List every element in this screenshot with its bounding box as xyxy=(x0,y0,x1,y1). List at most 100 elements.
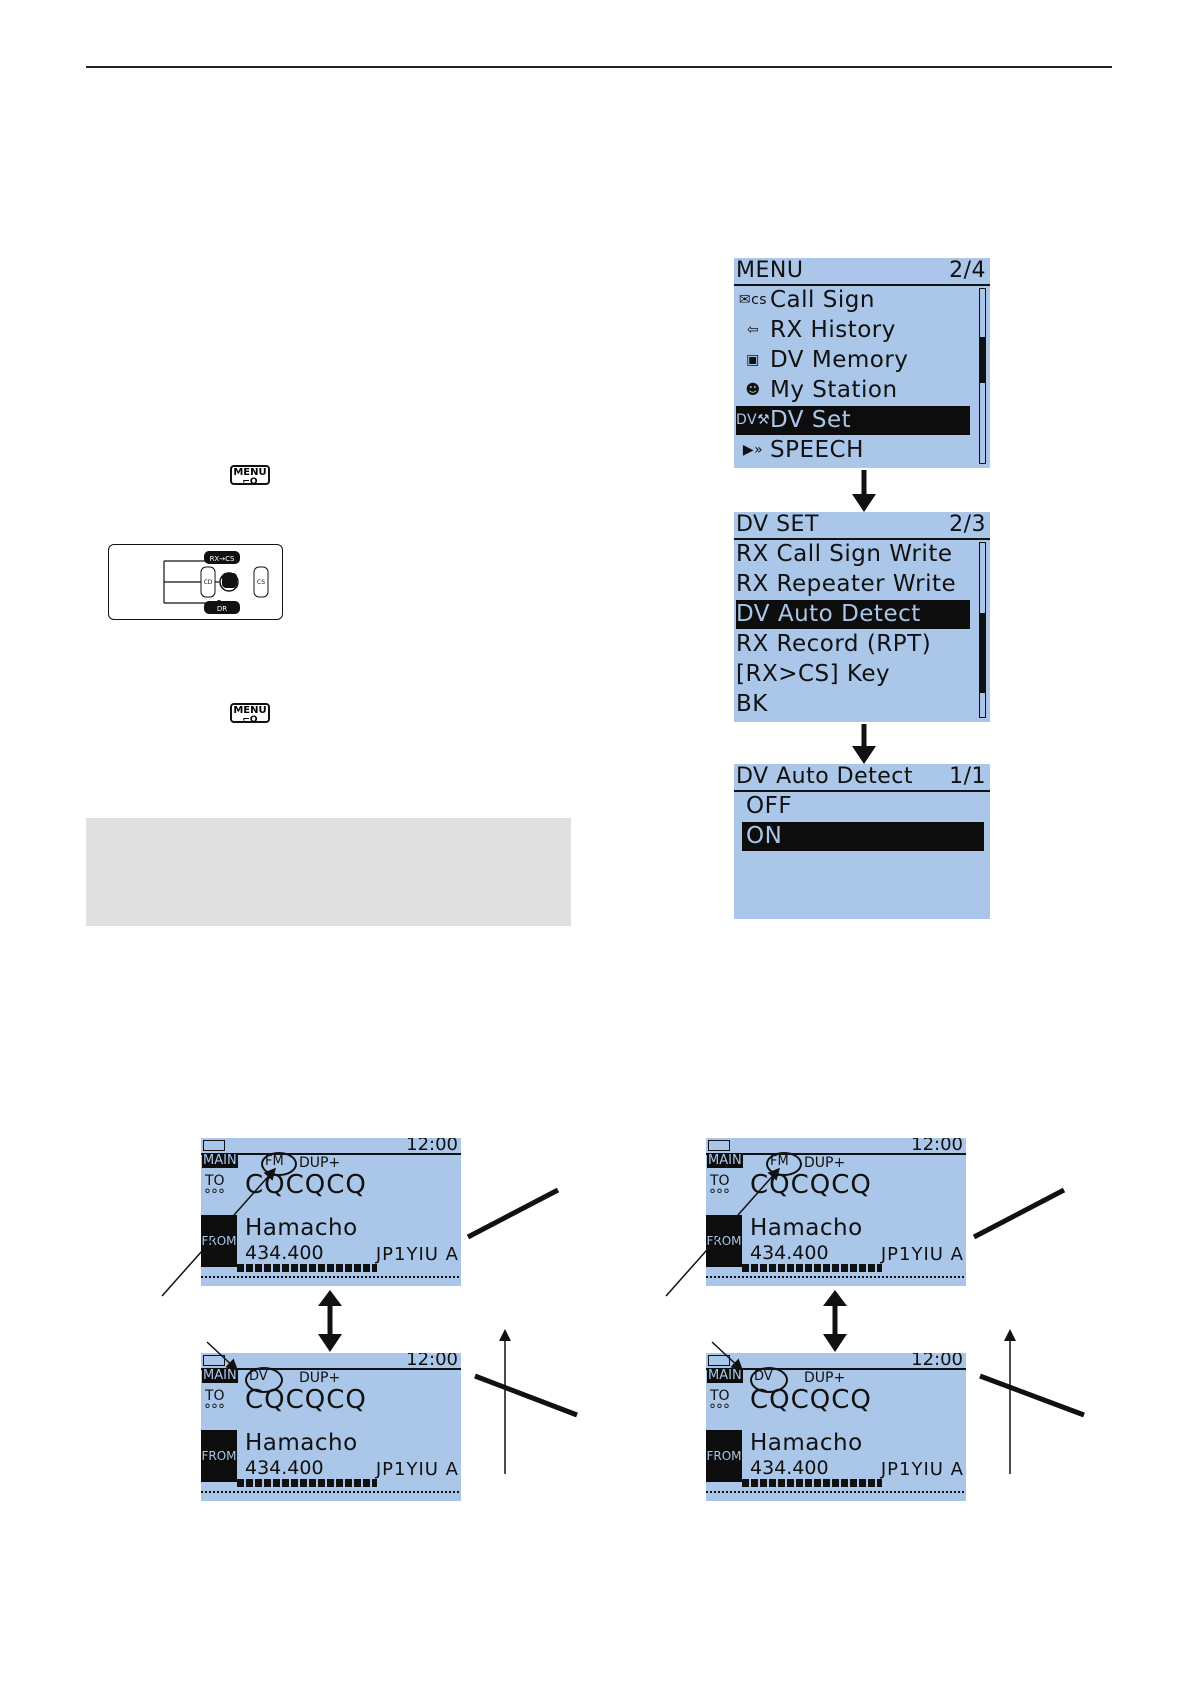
station-name: Hamacho xyxy=(245,1215,358,1241)
clock: 12:00 xyxy=(406,1353,458,1370)
menu-key-label: MENU xyxy=(233,705,267,716)
station-name: Hamacho xyxy=(750,1430,863,1456)
group-icon: °°° xyxy=(709,1187,730,1203)
dup-label: DUP+ xyxy=(299,1370,341,1386)
joystick-right-label: CS xyxy=(257,579,265,586)
dvset-item[interactable]: RX Record (RPT) xyxy=(736,631,932,657)
dv-set-icon: DV⚒ xyxy=(736,412,771,428)
dup-label: DUP+ xyxy=(804,1155,846,1171)
signal-meter xyxy=(237,1264,377,1272)
frequency: 434.400 xyxy=(750,1457,829,1479)
highlight-oval xyxy=(750,1367,788,1393)
station-name: Hamacho xyxy=(245,1430,358,1456)
dotted-divider xyxy=(706,1491,966,1493)
dvset-item-dv-auto-detect[interactable]: DV Auto Detect xyxy=(736,600,970,629)
menu-item-label: My Station xyxy=(770,377,898,403)
menu-item-dv-set[interactable]: DV⚒DV Set xyxy=(736,406,970,435)
speaker-icon: ▶» xyxy=(742,442,764,458)
header-rule xyxy=(86,66,1112,68)
dvset-item[interactable]: BK xyxy=(736,691,768,717)
option-off[interactable]: OFF xyxy=(746,793,793,819)
status-top-bar: 12:00 xyxy=(706,1353,966,1370)
to-label: TO xyxy=(710,1173,730,1189)
autodetect-page: 1/1 xyxy=(949,764,986,789)
frequency: 434.400 xyxy=(750,1242,829,1264)
flow-arrow-down-icon xyxy=(852,470,876,512)
toggle-arrow-right-icon xyxy=(823,1290,847,1352)
flow-arrow-down-icon xyxy=(852,724,876,764)
menu-scrollbar[interactable] xyxy=(979,288,986,464)
menu-key-label: MENU xyxy=(233,467,267,478)
menu-key-sub: ⌐O xyxy=(242,715,258,725)
highlight-oval xyxy=(245,1367,283,1393)
status-screen-fm-right: 12:00 MAIN FM DUP+ TO °°° CQCQCQ FROM Ha… xyxy=(706,1138,966,1286)
station-name: Hamacho xyxy=(750,1215,863,1241)
status-screen-dv-left: 12:00 MAIN DV DUP+ TO °°° CQCQCQ FROM Ha… xyxy=(201,1353,461,1501)
group-icon: °°° xyxy=(204,1187,225,1203)
from-label: FROM xyxy=(706,1215,742,1267)
dvset-page: 2/3 xyxy=(949,512,986,537)
battery-icon xyxy=(708,1140,730,1151)
clock: 12:00 xyxy=(911,1353,963,1370)
menu-item-label: Call Sign xyxy=(770,287,875,313)
menu-page: 2/4 xyxy=(949,258,986,283)
clock: 12:00 xyxy=(406,1138,458,1155)
main-label: MAIN xyxy=(707,1153,743,1168)
from-label: FROM xyxy=(706,1430,742,1482)
from-label: FROM xyxy=(201,1215,237,1267)
dotted-divider xyxy=(201,1276,461,1278)
menu-key-icon: MENU ⌐O xyxy=(230,703,270,725)
joystick-up-label: RX→CS xyxy=(210,555,235,563)
autodetect-title: DV Auto Detect xyxy=(736,764,914,789)
highlight-oval xyxy=(261,1152,297,1176)
autodetect-title-bar: DV Auto Detect 1/1 xyxy=(734,764,990,792)
menu-item-label: SPEECH xyxy=(770,437,864,463)
callsign-from: JP1YIU A xyxy=(375,1244,459,1265)
option-on[interactable]: ON xyxy=(742,822,984,851)
dvset-item[interactable]: [RX>CS] Key xyxy=(736,661,891,687)
menu-item-dv-memory[interactable]: ▣DV Memory xyxy=(736,346,970,375)
callsign-from: JP1YIU A xyxy=(880,1459,964,1480)
dvset-title: DV SET xyxy=(736,512,819,537)
call-sign-icon: ✉cs xyxy=(738,292,768,308)
menu-item-my-station[interactable]: ☻My Station xyxy=(736,376,970,405)
battery-icon xyxy=(203,1355,225,1366)
dvset-item[interactable]: RX Repeater Write xyxy=(736,571,957,597)
highlight-oval xyxy=(766,1152,802,1176)
to-label: TO xyxy=(205,1388,225,1404)
dvset-screen: DV SET 2/3 RX Call Sign Write RX Repeate… xyxy=(734,512,990,722)
main-label: MAIN xyxy=(202,1368,238,1383)
menu-title: MENU xyxy=(736,258,804,283)
battery-icon xyxy=(203,1140,225,1151)
main-label: MAIN xyxy=(202,1153,238,1168)
battery-icon xyxy=(708,1355,730,1366)
toggle-arrow-left-icon xyxy=(318,1290,342,1352)
menu-title-bar: MENU 2/4 xyxy=(734,258,990,286)
status-screen-dv-right: 12:00 MAIN DV DUP+ TO °°° CQCQCQ FROM Ha… xyxy=(706,1353,966,1501)
dup-label: DUP+ xyxy=(804,1370,846,1386)
signal-meter xyxy=(742,1264,882,1272)
autodetect-screen: DV Auto Detect 1/1 OFF ON xyxy=(734,764,990,919)
signal-meter xyxy=(237,1479,377,1487)
dvset-scrollbar[interactable] xyxy=(979,542,986,718)
main-label: MAIN xyxy=(707,1368,743,1383)
status-screen-fm-left: 12:00 MAIN FM DUP+ TO °°° CQCQCQ FROM Ha… xyxy=(201,1138,461,1286)
from-label: FROM xyxy=(201,1430,237,1482)
to-label: TO xyxy=(205,1173,225,1189)
signal-meter xyxy=(742,1479,882,1487)
dup-label: DUP+ xyxy=(299,1155,341,1171)
dotted-divider xyxy=(706,1276,966,1278)
dvset-item[interactable]: RX Call Sign Write xyxy=(736,541,953,567)
to-label: TO xyxy=(710,1388,730,1404)
menu-item-speech[interactable]: ▶» SPEECH xyxy=(736,436,970,465)
status-top-bar: 12:00 xyxy=(201,1353,461,1370)
joystick-diagram: RX→CS DR CD CS xyxy=(108,544,283,620)
group-icon: °°° xyxy=(709,1402,730,1418)
joystick-left-label: CD xyxy=(204,579,213,586)
rx-history-icon: ⇦ xyxy=(746,322,760,338)
menu-item-rx-history[interactable]: ⇦RX History xyxy=(736,316,970,345)
clock: 12:00 xyxy=(911,1138,963,1155)
